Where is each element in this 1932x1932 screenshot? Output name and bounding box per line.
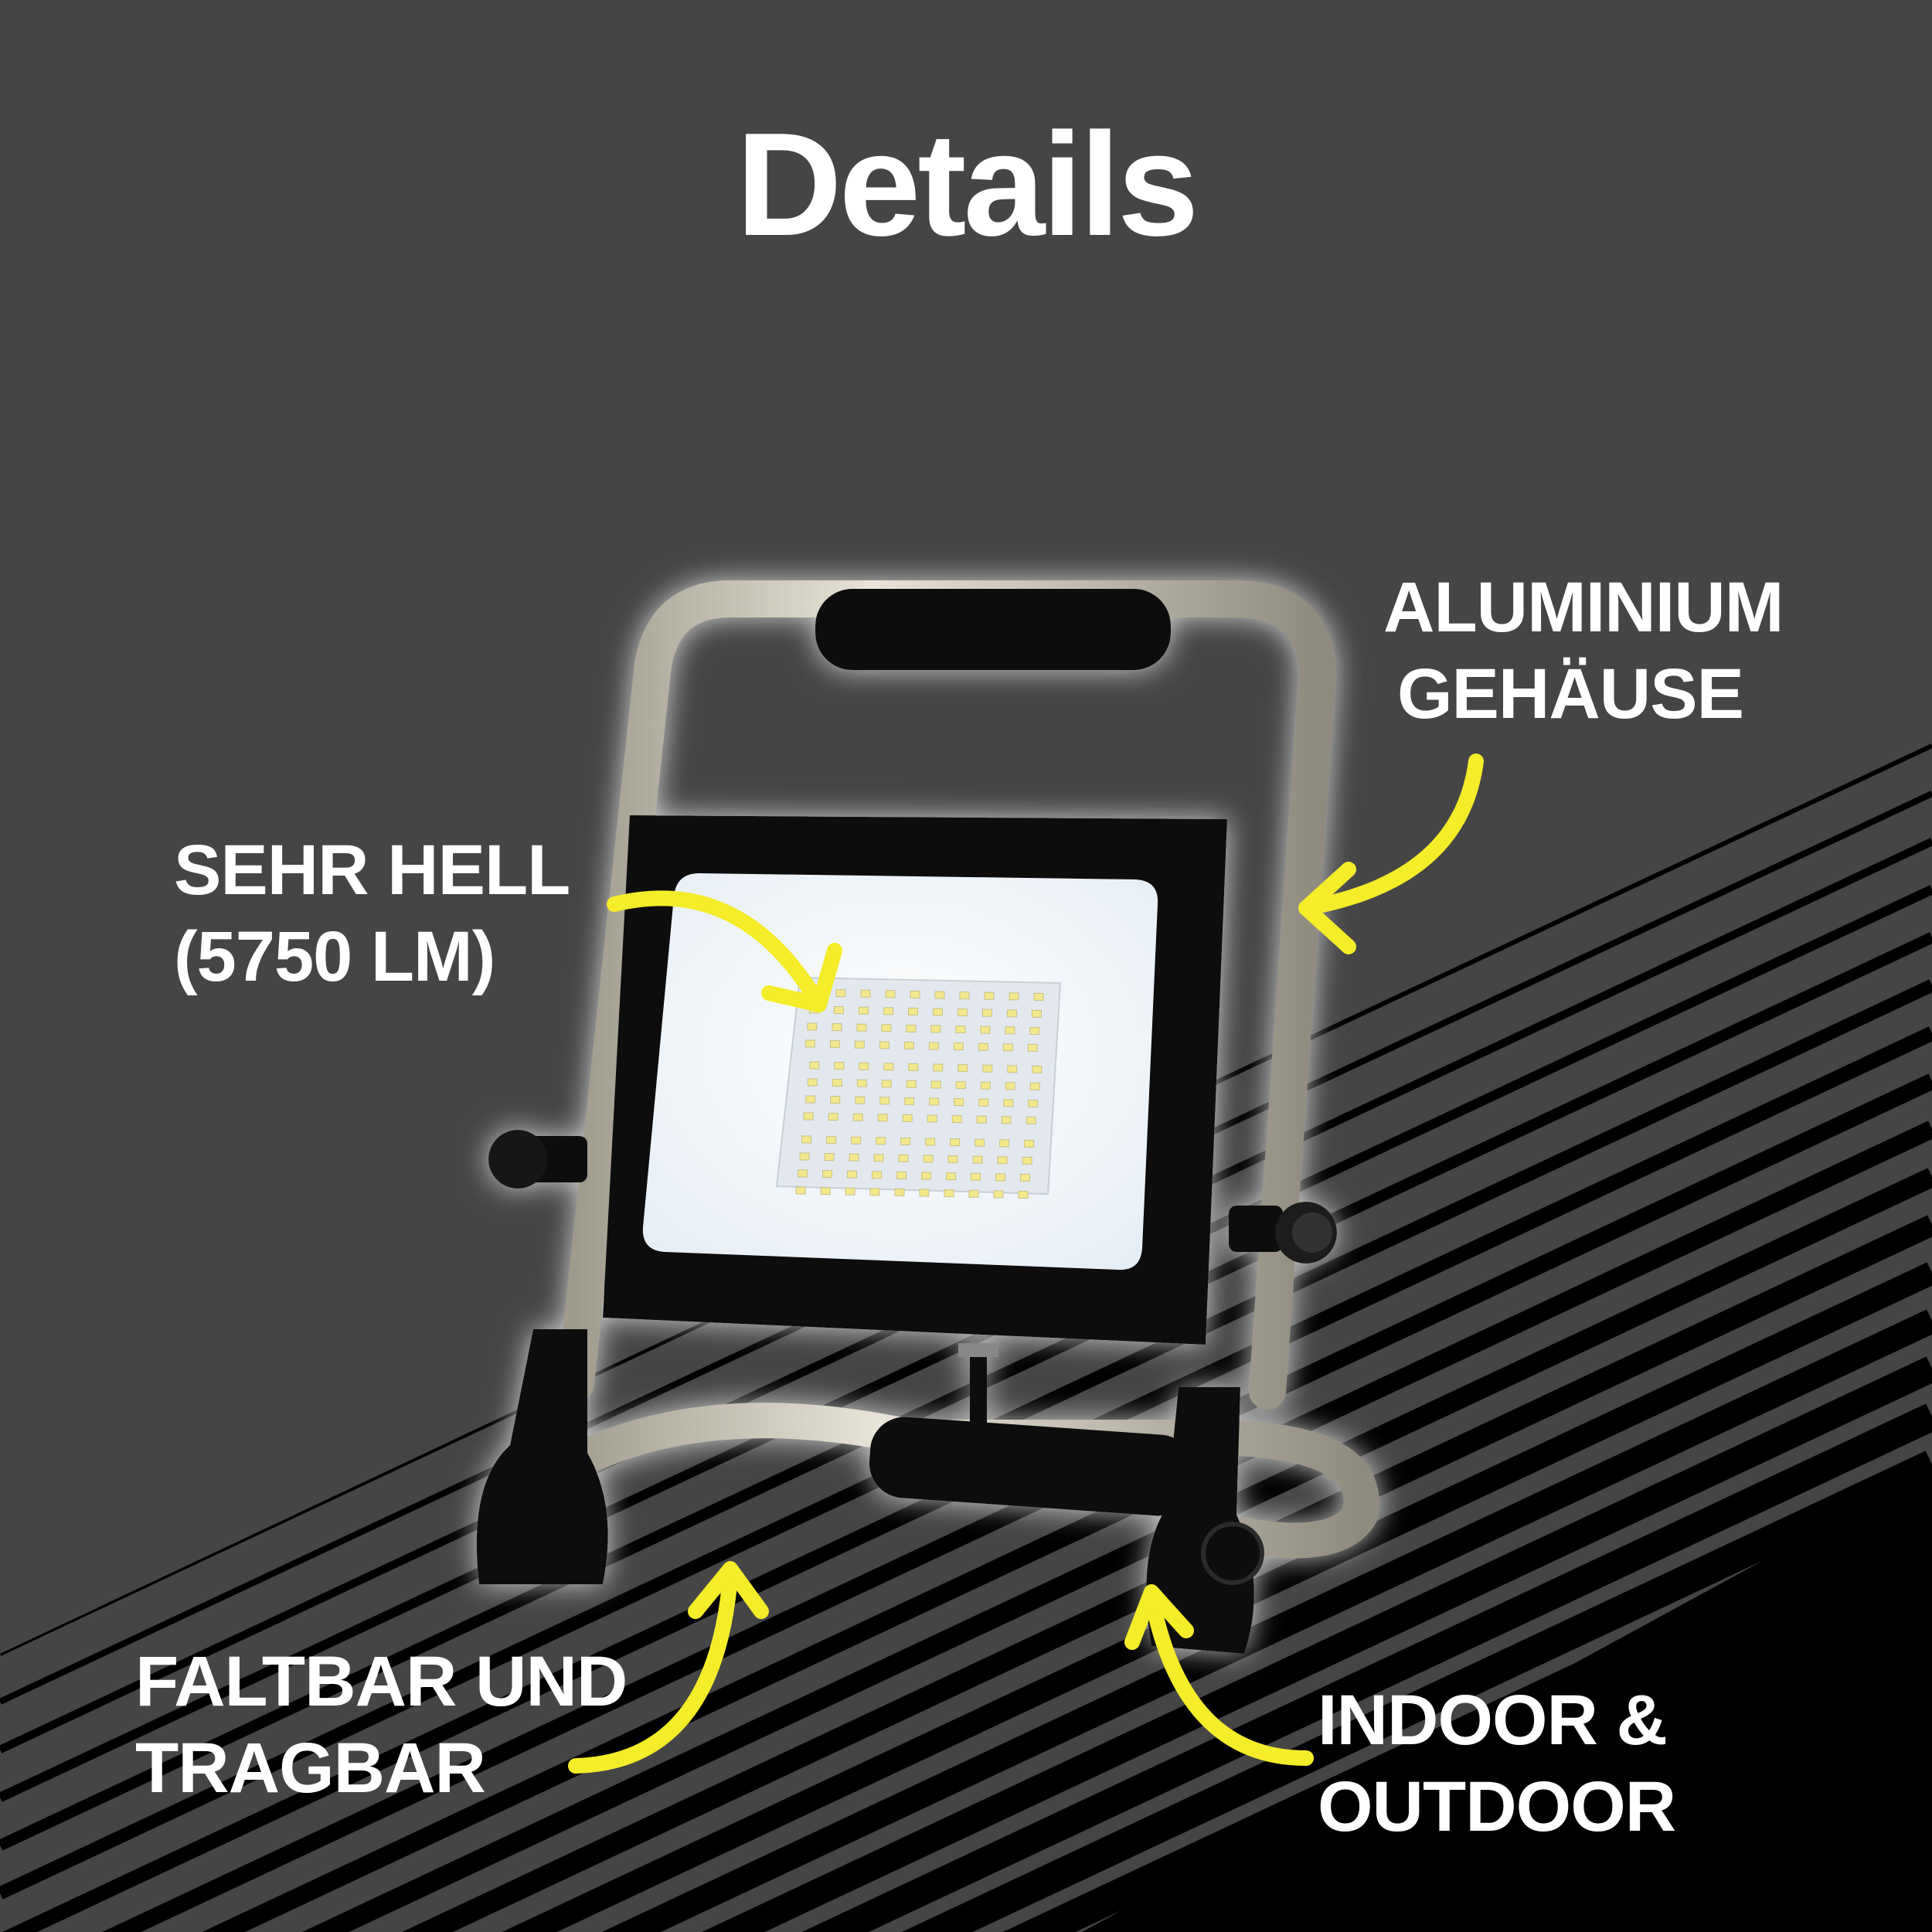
left-tilt-knob (488, 1130, 587, 1189)
folding-base (539, 1403, 1379, 1559)
left-hinge (476, 1329, 608, 1584)
aluminium-frame (557, 580, 1337, 1410)
callout-line: INDOOR & (1318, 1681, 1668, 1760)
callout-aluminium-housing: ALUMINIUM GEHÄUSE (1383, 564, 1784, 737)
callout-line: SEHR HELL (174, 831, 570, 910)
page-title: Details (736, 103, 1199, 267)
callout-brightness: SEHR HELL (5750 LM) (174, 827, 570, 1000)
carry-handle-grip (815, 589, 1171, 670)
arrow-brightness-icon (607, 890, 842, 1012)
callout-line: OUTDOOR (1318, 1767, 1676, 1846)
arrow-aluminium-icon (1298, 753, 1484, 954)
callout-line: ALUMINIUM (1383, 568, 1784, 647)
arrow-foldable-icon (568, 1561, 769, 1774)
right-tilt-knob (1229, 1202, 1337, 1264)
callout-line: FALTBAR UND (135, 1642, 628, 1721)
arrow-indoor-outdoor-icon (1124, 1584, 1314, 1766)
callout-line: GEHÄUSE (1397, 655, 1744, 733)
callout-line: (5750 LM) (174, 917, 495, 996)
callout-line: TRAGBAR (135, 1729, 486, 1808)
callout-indoor-outdoor: INDOOR & OUTDOOR (1318, 1677, 1676, 1850)
base-grip (869, 1417, 1195, 1516)
callout-foldable-portable: FALTBAR UND TRAGBAR (135, 1638, 628, 1811)
